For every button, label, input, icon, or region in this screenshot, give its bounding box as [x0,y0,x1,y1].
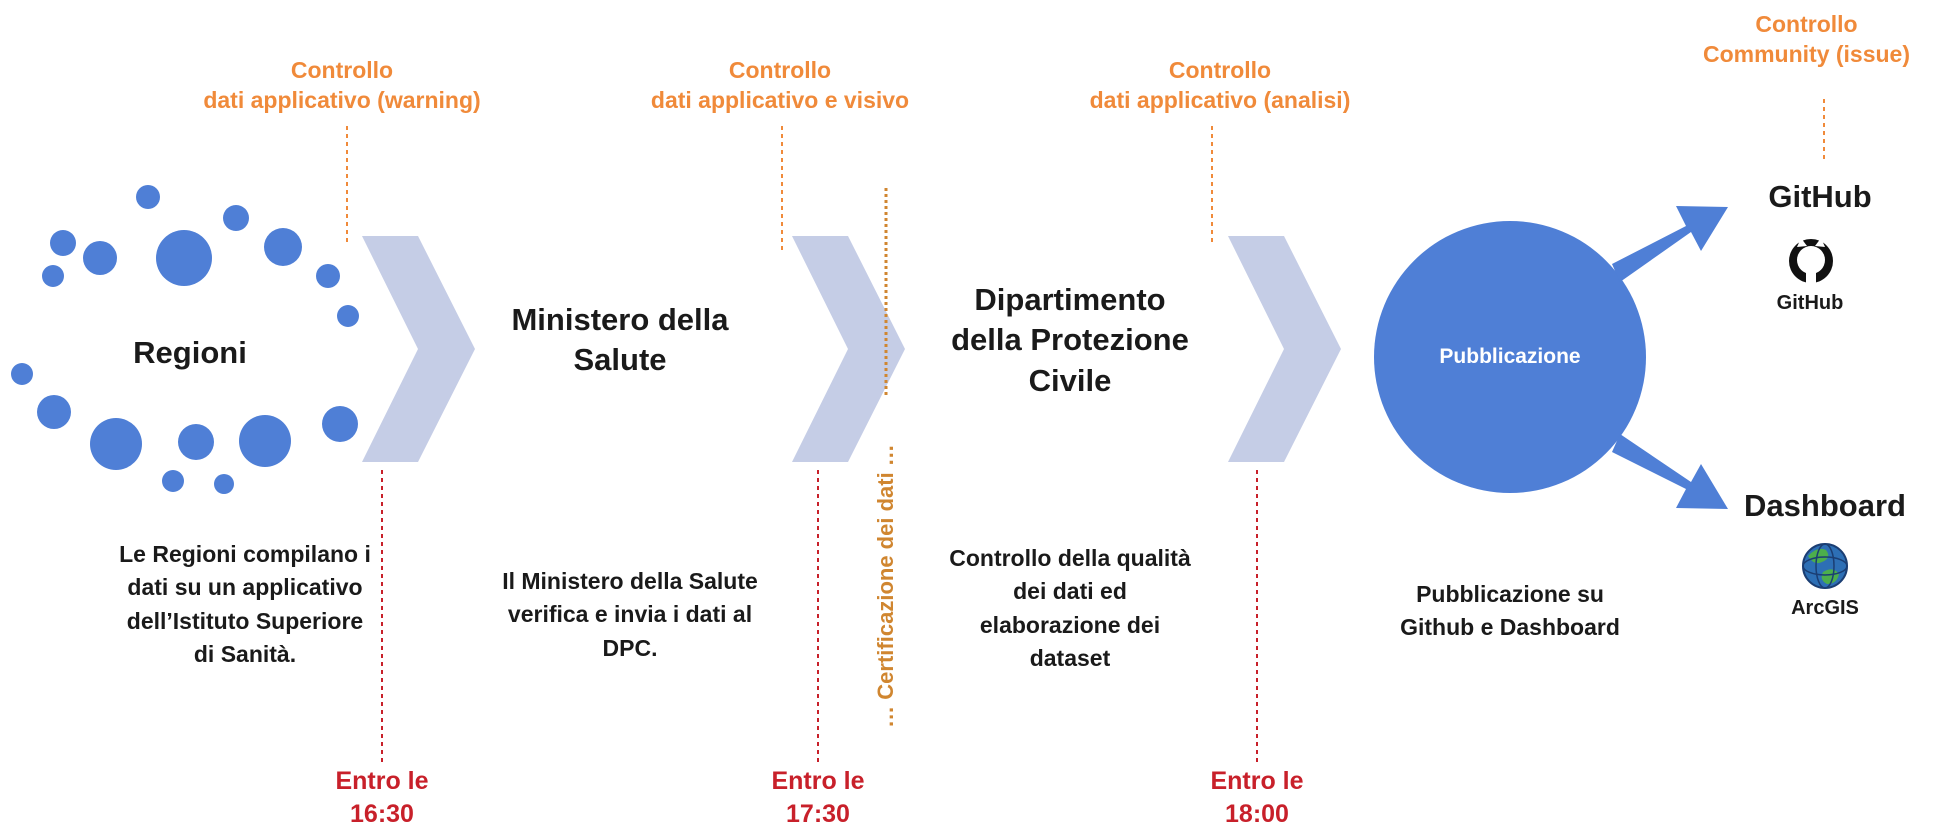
desc-line: Pubblicazione su [1416,581,1604,607]
stage-line: Civile [1028,362,1112,398]
desc-line: dati su un applicativo [127,574,363,601]
stage-line: Ministero della [511,302,729,337]
deadline-label: Entro le [335,767,429,795]
chevron-arrow-3 [1228,236,1341,462]
desc-pubblicazione: Pubblicazione su Github e Dashboard [1370,578,1650,645]
desc-line: DPC. [602,634,658,661]
control-subtitle: dati applicativo (warning) [203,86,481,113]
desc-line: dei dati ed [1013,578,1127,605]
output-dashboard-title: Dashboard [1744,488,1906,523]
desc-line: Il Ministero della Salute [502,568,758,594]
control-subtitle: Community (issue) [1702,40,1911,67]
control-title: Controllo [1755,11,1858,37]
control-label-3: Controllo dati applicativo (analisi) [1045,56,1395,116]
desc-line: verifica e invia i dati al [507,601,753,628]
arcgis-logo-text: ArcGIS [1791,597,1859,619]
deadline-2: Entro le 17:30 [743,765,893,830]
control-title: Controllo [1168,57,1272,83]
deadline-time: 17:30 [786,799,850,828]
pubblicazione-circle [1374,221,1646,493]
desc-ministero: Il Ministero della Salute verifica e inv… [480,565,780,665]
desc-line: Controllo della qualità [949,545,1191,571]
control-title: Controllo [290,57,394,83]
stage-pubblicazione: Pubblicazione [1439,345,1581,368]
regioni-dots-icon [11,185,359,494]
deadline-label: Entro le [771,767,865,795]
desc-line: Github e Dashboard [1400,614,1620,641]
stage-line: Salute [573,342,667,378]
stage-line: della Protezione [951,322,1189,358]
github-logo-icon [1789,238,1833,284]
control-label-1: Controllo dati applicativo (warning) [152,56,532,116]
chevron-arrow-2 [792,236,905,462]
arcgis-globe-icon [1802,543,1848,589]
desc-line: di Sanità. [193,641,297,668]
desc-line: dell’Istituto Superiore [126,607,364,634]
desc-line: Le Regioni compilano i [119,541,371,567]
stage-line: Dipartimento [974,282,1166,317]
github-logo-text: GitHub [1776,292,1844,314]
deadline-1: Entro le 16:30 [307,765,457,830]
stage-ministero: Ministero della Salute [480,300,760,381]
certificazione-label: … Certificazione dei dati … [873,444,898,728]
deadline-3: Entro le 18:00 [1182,765,1332,830]
arrow-to-github [1612,206,1728,282]
stage-dpc: Dipartimento della Protezione Civile [920,280,1220,401]
deadline-time: 18:00 [1225,799,1289,828]
output-github-title: GitHub [1768,179,1872,214]
control-label-2: Controllo dati applicativo e visivo [605,56,955,116]
desc-regioni: Le Regioni compilano i dati su un applic… [100,538,390,671]
desc-line: dataset [1029,645,1111,672]
control-title: Controllo [728,57,832,83]
deadline-time: 16:30 [350,799,414,828]
deadline-label: Entro le [1210,767,1304,795]
control-subtitle: dati applicativo e visivo [650,86,910,113]
control-subtitle: dati applicativo (analisi) [1089,86,1351,113]
desc-line: elaborazione dei [979,611,1161,638]
stage-regioni: Regioni [133,335,247,370]
desc-dpc: Controllo della qualità dei dati ed elab… [930,542,1210,675]
control-label-4: Controllo Community (issue) [1664,10,1949,70]
arrow-to-dashboard [1612,434,1728,509]
chevron-arrow-1 [362,236,475,462]
